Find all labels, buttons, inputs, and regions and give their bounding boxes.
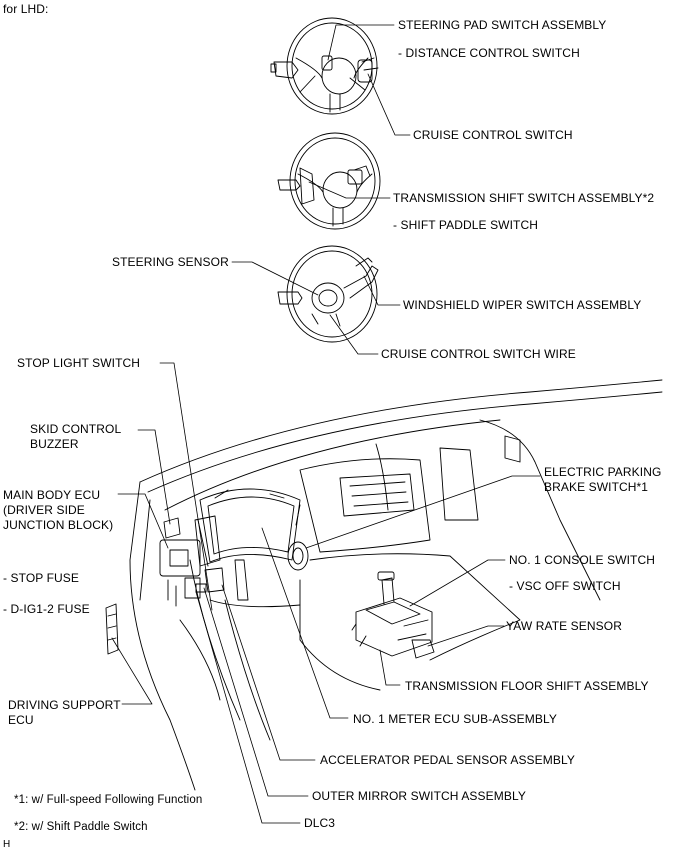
shift-paddle-shape [299,167,315,205]
label-transmission-floor-shift: TRANSMISSION FLOOR SHIFT ASSEMBLY [405,679,649,693]
label-stop-light-switch: STOP LIGHT SWITCH [17,356,141,370]
label-electric-parking-brake-switch: ELECTRIC PARKING BRAKE SWITCH*1 [544,465,662,494]
yaw-rate-sensor-shape [411,639,435,659]
label-outer-mirror-switch: OUTER MIRROR SWITCH ASSEMBLY [312,789,526,803]
label-dig12-fuse: - D-IG1-2 FUSE [3,602,90,616]
label-stop-fuse: - STOP FUSE [3,571,80,585]
steering-wheel-2 [277,132,381,230]
footnote-2: *2: w/ Shift Paddle Switch [14,821,148,833]
steering-wheel-1 [270,17,379,115]
label-windshield-wiper-switch: WINDSHIELD WIPER SWITCH ASSEMBLY [403,298,642,312]
distance-control-switch-shape [357,59,373,83]
steering-wheel-3 [277,245,379,343]
main-body-ecu-cluster [159,515,225,607]
label-accelerator-pedal-sensor: ACCELERATOR PEDAL SENSOR ASSEMBLY [320,753,575,767]
label-driving-support-ecu: DRIVING SUPPORT ECU [8,698,121,727]
leader-lines [111,24,541,824]
label-yaw-rate-sensor: YAW RATE SENSOR [506,619,622,633]
floor-shift-assembly [351,571,435,659]
label-cruise-control-switch: CRUISE CONTROL SWITCH [413,128,573,142]
steering-sensor-shape [311,282,345,314]
label-main-body-ecu: MAIN BODY ECU (DRIVER SIDE JUNCTION BLOC… [3,488,114,532]
label-vsc-off-switch: - VSC OFF SWITCH [509,579,621,593]
meter-cluster [197,488,301,567]
footnote-1: *1: w/ Full-speed Following Function [14,794,203,806]
label-no1-meter-ecu: NO. 1 METER ECU SUB-ASSEMBLY [353,712,557,726]
label-transmission-shift-switch: TRANSMISSION SHIFT SWITCH ASSEMBLY*2 [393,191,655,205]
figure-code: H [3,839,11,850]
driving-support-ecu-shape [105,603,119,655]
outer-mirror-switch-shape [195,583,207,593]
header-text: for LHD: [3,2,49,16]
label-cruise-control-switch-wire: CRUISE CONTROL SWITCH WIRE [381,347,576,361]
parking-brake-switch-shape [287,541,309,571]
label-steering-pad-switch: STEERING PAD SWITCH ASSEMBLY [398,18,607,32]
label-skid-control-buzzer: SKID CONTROL BUZZER [30,422,122,451]
skid-control-buzzer-shape [163,517,181,539]
label-distance-control-switch: - DISTANCE CONTROL SWITCH [398,46,580,60]
label-dlc3: DLC3 [304,816,336,830]
label-no1-console-switch: NO. 1 CONSOLE SWITCH [509,553,656,567]
combination-switch-stalk [273,61,299,79]
label-steering-sensor: STEERING SENSOR [112,255,229,269]
label-shift-paddle-switch: - SHIFT PADDLE SWITCH [393,218,538,232]
